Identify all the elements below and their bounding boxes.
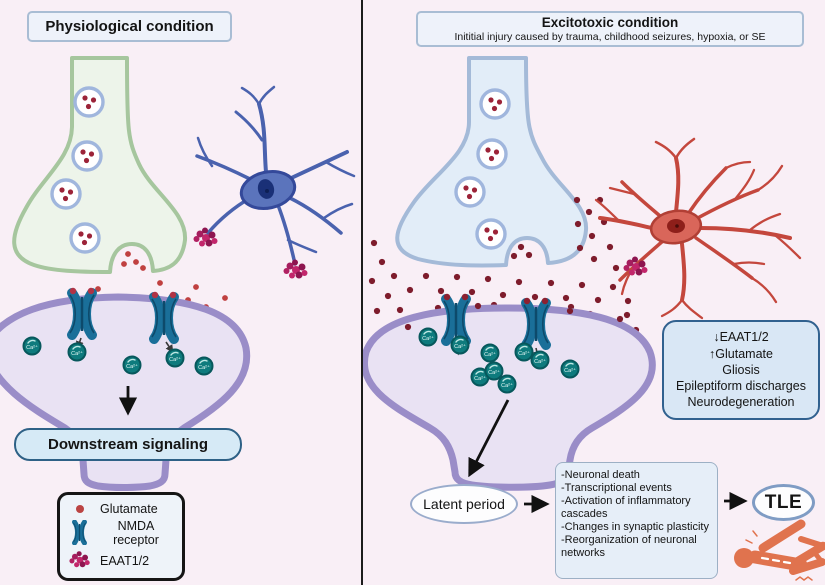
- tle-label: TLE: [764, 491, 803, 513]
- calcium-ion: [194, 356, 214, 376]
- calcium-ion: [560, 359, 580, 379]
- eaat-transporter: [193, 227, 218, 247]
- calcium-ion: [450, 335, 470, 355]
- legend-item-glutamate: Glutamate: [69, 502, 158, 516]
- calcium-ion: [530, 350, 550, 370]
- legend-item-nmda: NMDA receptor: [69, 519, 173, 547]
- calcium-ion: [514, 342, 534, 362]
- calcium-ion: [22, 336, 42, 356]
- excitotoxic-effects-box: ↓EAAT1/2 ↑Glutamate Gliosis Epileptiform…: [662, 320, 820, 420]
- calcium-ion: [67, 342, 87, 362]
- synaptic-vesicle: [454, 176, 486, 208]
- right-panel-subtitle: Inititial injury caused by trauma, child…: [454, 30, 766, 43]
- eaat-icon: [69, 550, 91, 571]
- downstream-signaling-label: Downstream signaling: [47, 436, 209, 453]
- right-panel-title: Excitotoxic condition Inititial injury c…: [416, 11, 804, 47]
- synaptic-vesicle: [50, 178, 82, 210]
- left-panel-title-label: Physiological condition: [45, 18, 214, 35]
- legend-label: NMDA receptor: [113, 518, 159, 547]
- physiological-panel-art: [0, 56, 356, 491]
- eaat-transporter: [283, 259, 308, 279]
- calcium-ion: [484, 361, 504, 381]
- panel-divider: [361, 0, 363, 585]
- calcium-ion: [122, 355, 142, 375]
- postsynaptic-terminal-right: [361, 304, 656, 491]
- astrocyte-nucleus: [257, 179, 275, 199]
- left-panel-title: Physiological condition: [27, 11, 232, 42]
- consequence-line: -Neuronal death: [561, 469, 640, 481]
- effect-line: ↓EAAT1/2: [713, 330, 769, 345]
- latent-arrow: [468, 399, 510, 478]
- legend-item-eaat: EAAT1/2: [69, 550, 149, 571]
- legend-label: Glutamate: [100, 501, 158, 516]
- glutamate-dots-on-membrane: [404, 302, 624, 331]
- excitotoxic-panel-art: [361, 56, 825, 581]
- calcium-ion: [497, 374, 517, 394]
- effect-line: ↑Glutamate: [709, 346, 773, 361]
- seizure-person-icon: [734, 519, 825, 581]
- tle-oval: TLE: [752, 484, 815, 521]
- synaptic-vesicle: [69, 222, 101, 254]
- downstream-signaling-box: Downstream signaling: [14, 428, 242, 461]
- consequences-box: -Neuronal death -Transcriptional events …: [555, 462, 718, 579]
- glutamate-icon: [69, 504, 91, 513]
- astrocyte-red-reactive: [594, 137, 802, 320]
- synaptic-vesicle: [475, 218, 507, 250]
- calcium-ion: [480, 343, 500, 363]
- latent-period-oval: Latent period: [410, 484, 518, 524]
- consequence-line: -Changes in synaptic plasticity: [561, 520, 709, 533]
- consequence-line: -Transcriptional events: [561, 481, 672, 494]
- calcium-ion: [165, 348, 185, 368]
- legend-label: EAAT1/2: [100, 553, 150, 568]
- consequence-line: -Activation of inflammatory cascades: [561, 494, 691, 520]
- latent-period-label: Latent period: [423, 496, 505, 512]
- right-panel-title-label: Excitotoxic condition: [541, 15, 679, 31]
- consequence-line: -Reorganization of neuronal networks: [561, 533, 697, 559]
- legend-box: Glutamate NMDA receptor EAAT1/2: [57, 492, 185, 581]
- synaptic-vesicle: [476, 138, 508, 170]
- effect-line: Neurodegeneration: [687, 395, 795, 410]
- synaptic-vesicle: [73, 86, 105, 118]
- calcium-ion: [418, 327, 438, 347]
- nmda-receptor-icon: [69, 520, 90, 545]
- effect-line: Epileptiform discharges: [676, 379, 806, 394]
- effect-line: Gliosis: [722, 362, 760, 377]
- synaptic-vesicle: [71, 140, 103, 172]
- astrocyte-blue: [195, 85, 356, 266]
- synaptic-vesicle: [479, 88, 511, 120]
